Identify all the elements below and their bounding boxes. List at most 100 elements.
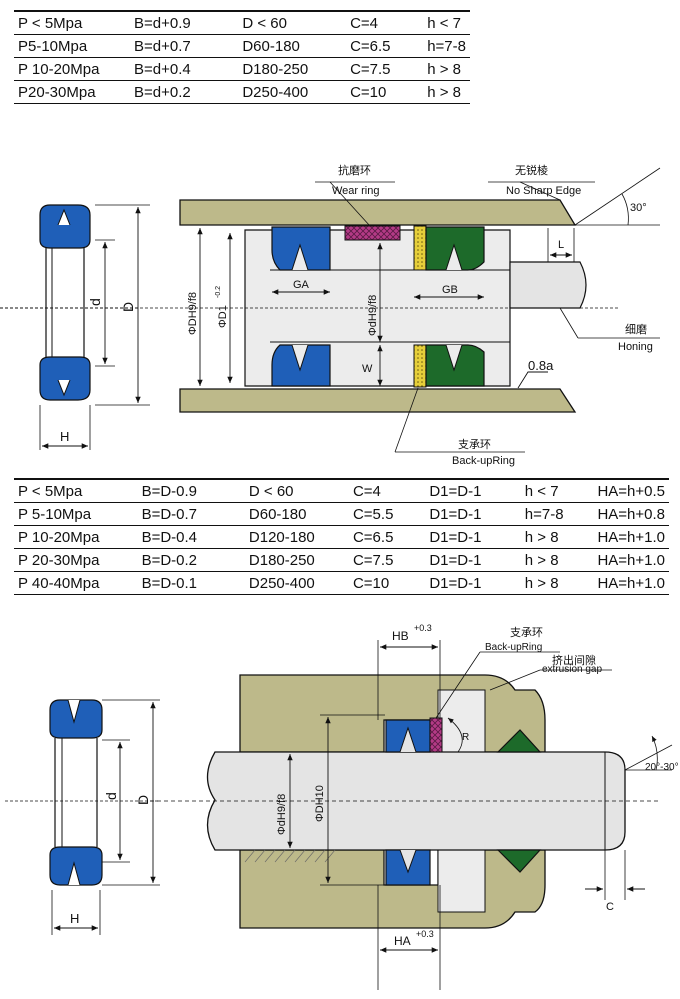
label-wear-ring-cn: 抗磨环 xyxy=(338,163,371,177)
table1-cell: B=d+0.7 xyxy=(130,34,239,58)
cylinder-housing xyxy=(179,199,577,413)
label-D-2: D xyxy=(135,795,151,805)
wear-ring xyxy=(344,225,401,241)
table2-cell: D180-250 xyxy=(244,548,349,572)
piston-rod xyxy=(509,261,587,309)
label-ha-tol: +0.3 xyxy=(416,929,434,939)
label-honing-en: Honing xyxy=(618,341,653,353)
table2-cell: D250-400 xyxy=(244,571,349,595)
table1-cell: h=7-8 xyxy=(423,34,470,58)
table2-cell: P 40-40Mpa xyxy=(14,571,138,595)
label-ga: GA xyxy=(293,279,310,291)
table2-cell: B=D-0.4 xyxy=(137,525,245,549)
table2-cell: C=5.5 xyxy=(348,502,426,526)
table2-cell: C=10 xyxy=(348,571,426,595)
table2-cell: B=D-0.7 xyxy=(137,502,245,526)
table1-cell: h < 7 xyxy=(423,10,470,35)
wiper-top xyxy=(496,729,542,753)
backup-ring-bottom xyxy=(413,344,427,388)
table1-cell: C=6.5 xyxy=(346,34,424,58)
table2-cell: B=D-0.1 xyxy=(137,571,245,595)
table1-cell: C=10 xyxy=(346,80,424,104)
table2-cell: h=7-8 xyxy=(520,502,594,526)
label-angle-30: 30° xyxy=(630,202,647,214)
label-dh10: ΦDH10 xyxy=(314,785,326,822)
backup-ring-top xyxy=(413,225,427,271)
label-gap-cn: 挤出间隙 xyxy=(552,653,596,667)
table1-cell: C=7.5 xyxy=(346,57,424,81)
wiper-bottom xyxy=(496,849,542,873)
label-no-sharp-en: No Sharp Edge xyxy=(506,185,581,197)
table2-cell: D1=D-1 xyxy=(425,571,521,595)
table1-cell: B=d+0.2 xyxy=(130,80,239,104)
label-d-2: d xyxy=(103,792,119,800)
label-hb-tol: +0.3 xyxy=(414,623,432,633)
label-backup2-en: Back-upRing xyxy=(485,642,542,653)
seal-side-view-2: d D H xyxy=(5,699,160,935)
label-w: W xyxy=(362,363,373,375)
label-dh-rod: ΦdH9/f8 xyxy=(276,794,288,835)
label-backup2-cn: 支承环 xyxy=(510,626,543,639)
table1-cell: h > 8 xyxy=(423,57,470,81)
diagram-piston-seal: d D H xyxy=(0,163,661,467)
table2-cell: P 20-30Mpa xyxy=(14,548,138,572)
table2-cell: HA=h+1.0 xyxy=(593,525,669,549)
label-l: L xyxy=(558,239,564,251)
table1-cell: D250-400 xyxy=(238,80,347,104)
label-gap-en: extrusion gap xyxy=(542,664,602,675)
table2-cell: C=4 xyxy=(348,478,426,503)
label-gb: GB xyxy=(442,284,458,296)
table2-cell: D1=D-1 xyxy=(425,548,521,572)
label-honing-cn: 细磨 xyxy=(625,323,647,336)
table1-cell: P 10-20Mpa xyxy=(14,57,131,81)
label-r: R xyxy=(462,732,469,743)
table2-cell: D1=D-1 xyxy=(425,502,521,526)
table2-cell: B=D-0.9 xyxy=(137,478,245,503)
label-wear-ring-en: Wear ring xyxy=(332,185,379,197)
table1-cell: B=d+0.9 xyxy=(130,10,239,35)
table2-cell: HA=h+0.8 xyxy=(593,502,669,526)
table2-cell: h > 8 xyxy=(520,571,594,595)
label-c: C xyxy=(606,901,614,913)
table2-cell: h > 8 xyxy=(520,525,594,549)
table2-cell: HA=h+1.0 xyxy=(593,548,669,572)
table1-cell: D < 60 xyxy=(238,10,347,35)
table2-cell: C=7.5 xyxy=(348,548,426,572)
table1-cell: P5-10Mpa xyxy=(14,34,131,58)
table2-cell: D1=D-1 xyxy=(425,525,521,549)
diagram-rod-seal: d D H HB +0.3 xyxy=(5,623,679,990)
table1-cell: B=d+0.4 xyxy=(130,57,239,81)
table2-cell: h > 8 xyxy=(520,548,594,572)
label-no-sharp-cn: 无锐棱 xyxy=(515,163,548,177)
table2-cell: h < 7 xyxy=(520,478,594,503)
label-angle-20-30: 20°-30° xyxy=(645,762,679,773)
table1-cell: h > 8 xyxy=(423,80,470,104)
label-dh-f8: ΦDH9/f8 xyxy=(187,292,199,335)
table1-cell: C=4 xyxy=(346,10,424,35)
label-d1-tolerance: -0.2 xyxy=(215,286,222,298)
table1-cell: P < 5Mpa xyxy=(14,10,131,35)
seal-side-view: d D H xyxy=(0,204,150,450)
label-d: d xyxy=(87,298,103,306)
table2-cell: P 10-20Mpa xyxy=(14,525,138,549)
label-ha: HA xyxy=(394,934,411,948)
label-d1: ΦD1 xyxy=(217,305,229,328)
label-dh2: ΦdH9/f8 xyxy=(367,295,379,336)
table2-cell: D < 60 xyxy=(244,478,349,503)
table2-cell: D60-180 xyxy=(244,502,349,526)
table1-cell: D60-180 xyxy=(238,34,347,58)
label-backup-cn: 支承环 xyxy=(458,438,491,451)
label-D: D xyxy=(120,302,136,312)
table2-cell: HA=h+0.5 xyxy=(593,478,669,503)
